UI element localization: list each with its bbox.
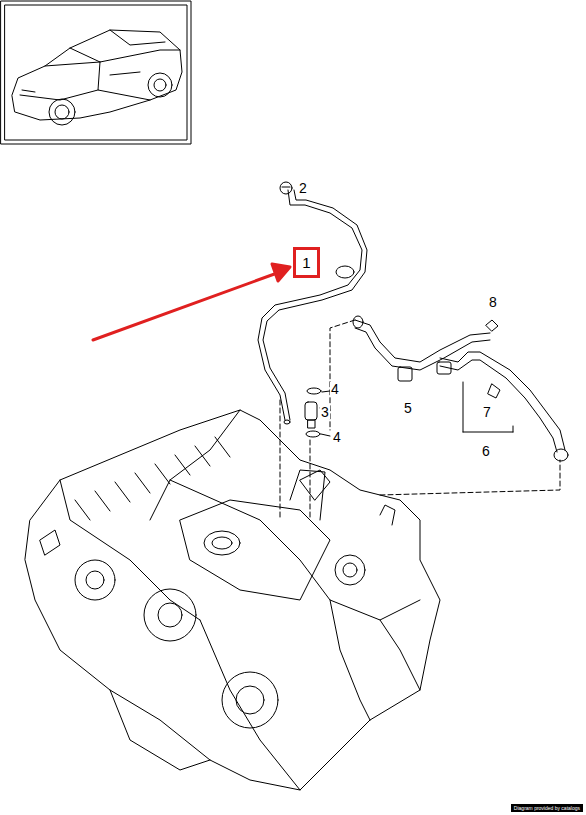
valve	[305, 388, 330, 437]
assembly-line	[280, 320, 560, 520]
callout-number: 3	[320, 405, 330, 419]
bracket	[463, 382, 513, 432]
cooling-ribs	[75, 437, 230, 520]
cooling-rib	[195, 446, 210, 466]
cooling-rib	[95, 491, 110, 511]
callout-number: 2	[298, 181, 308, 195]
clamp	[282, 187, 290, 188]
vent-pipe	[258, 190, 367, 424]
highlight-box: 1	[293, 247, 320, 278]
car-thumbnail	[12, 30, 182, 125]
watermark: Diagram provided by catalogs	[511, 804, 583, 812]
cooling-rib	[115, 482, 130, 502]
inset-frame	[1, 1, 191, 144]
callout-number: 8	[488, 295, 498, 309]
engine-block	[25, 410, 440, 790]
cooling-rib	[155, 464, 170, 484]
cooling-rib	[75, 500, 90, 520]
inset-frame	[5, 5, 187, 140]
callout-number: 7	[482, 405, 492, 419]
cooling-rib	[135, 473, 150, 493]
callout-number: 4	[332, 430, 342, 444]
callout-number: 5	[403, 401, 413, 415]
cooling-rib	[215, 437, 230, 457]
callout-number: 1	[296, 255, 317, 270]
cooling-rib	[175, 455, 190, 475]
breather-hose	[353, 316, 568, 461]
callout-number: 6	[481, 444, 491, 458]
callout-number: 4	[330, 382, 340, 396]
clamp	[280, 182, 292, 194]
